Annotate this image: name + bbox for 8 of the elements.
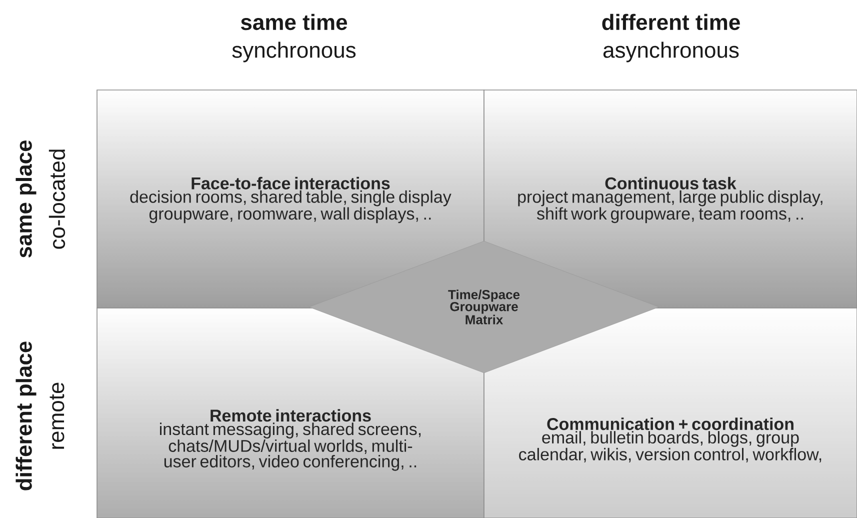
column-header: asynchronous <box>603 42 739 62</box>
row-header: remote <box>50 382 64 449</box>
row-header: different place <box>16 342 36 490</box>
column-header: same time <box>240 14 348 30</box>
row-header: co-located <box>48 150 66 249</box>
column-header: synchronous <box>232 42 356 62</box>
row-header: same place <box>16 140 36 258</box>
column-header: different time <box>602 14 740 30</box>
